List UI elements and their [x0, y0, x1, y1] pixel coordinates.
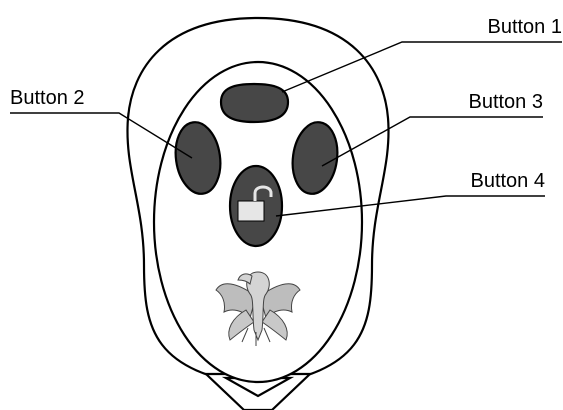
phoenix-logo-icon [215, 271, 301, 346]
button-2[interactable] [171, 119, 225, 196]
label-button-4: Button 4 [470, 170, 545, 192]
leader-line-button-3 [321, 116, 543, 167]
leader-line-button-2 [10, 112, 193, 159]
unlock-icon [237, 185, 273, 222]
label-button-1: Button 1 [487, 16, 562, 38]
leader-line-button-4 [275, 195, 545, 217]
leader-line-button-1 [281, 41, 562, 93]
label-button-3: Button 3 [468, 91, 543, 113]
button-3[interactable] [288, 119, 342, 196]
button-1[interactable] [219, 82, 290, 124]
label-button-2: Button 2 [10, 87, 85, 109]
